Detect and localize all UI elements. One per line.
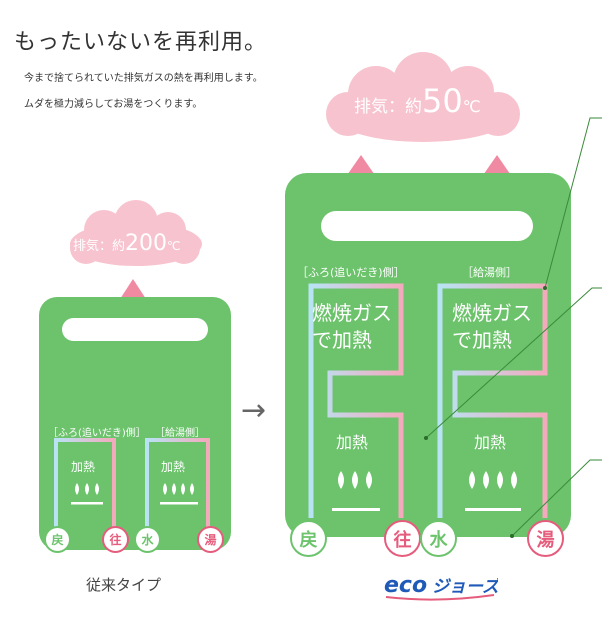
water-badge-left: 水 [134, 526, 161, 553]
exhaust-label-right: 排気：約 [354, 97, 422, 117]
exhaust-unit-left: ℃ [167, 239, 181, 253]
lead-text-1: 今まで捨てられていた排気ガスの熱を再利用します。 [24, 73, 263, 84]
return-badge-left: 戻 [44, 526, 71, 553]
return-badge-right: 戻 [290, 520, 327, 557]
pipe-loops-right [308, 283, 548, 518]
logo-text: eco ジョーズ [384, 573, 498, 601]
pipe-loops-left [54, 438, 210, 532]
outgoing-badge-right: 往 [384, 520, 421, 557]
flame-icon [75, 483, 194, 495]
bath-gas-heat-line2: で加熱 [312, 328, 372, 352]
exhaust-slot-right [321, 211, 533, 241]
exhaust-temp-right: 排気：約50℃ [354, 82, 481, 120]
outgoing-badge-left: 往 [102, 526, 129, 553]
supply-gas-heat-line1: 燃焼ガス [452, 301, 532, 325]
exhaust-unit-right: ℃ [462, 97, 481, 116]
supply-gas-heat-label: 燃焼ガス で加熱 [452, 300, 532, 354]
page-title: もったいないを再利用。 [14, 30, 268, 55]
hot-water-badge-left: 湯 [197, 526, 224, 553]
exhaust-cloud-left [70, 200, 202, 266]
bath-gas-heat-line1: 燃焼ガス [312, 301, 392, 325]
exhaust-temp-left: 排気：約200℃ [73, 231, 181, 256]
supply-heat-label-left: 加熱 [161, 460, 186, 474]
exhaust-cloud-right [326, 52, 520, 142]
bath-gas-heat-label: 燃焼ガス で加熱 [312, 300, 392, 354]
supply-side-label-right: ［給湯側］ [462, 266, 517, 279]
lead-text-2: ムダを極力減らしてお湯をつくります。 [24, 99, 203, 110]
exhaust-value-right: 50 [422, 82, 463, 120]
flame-icon [338, 471, 517, 489]
ecojozu-logo: eco ジョーズ [384, 573, 498, 601]
bath-side-label-right: ［ふろ(追いだき)側］ [297, 266, 405, 279]
callout-lines [424, 117, 602, 538]
bath-heat-label-left: 加熱 [71, 460, 96, 474]
supply-heat-label-right: 加熱 [474, 433, 507, 452]
bath-side-label-left: ［ふろ(追いだき)側］ [48, 428, 146, 439]
exhaust-slot-left [62, 318, 208, 341]
svg-text:ジョーズ: ジョーズ [432, 577, 498, 597]
exhaust-label-left: 排気：約 [73, 239, 126, 254]
bath-heat-label-right: 加熱 [336, 433, 369, 452]
water-badge-right: 水 [420, 520, 457, 557]
svg-text:eco: eco [384, 573, 427, 598]
exhaust-value-left: 200 [125, 231, 168, 256]
supply-side-label-left: ［給湯側］ [155, 428, 205, 439]
hot-water-badge-right: 湯 [527, 520, 564, 557]
right-arrow-icon: → [241, 393, 267, 428]
supply-gas-heat-line2: で加熱 [452, 328, 512, 352]
conventional-caption: 従来タイプ [86, 576, 162, 594]
